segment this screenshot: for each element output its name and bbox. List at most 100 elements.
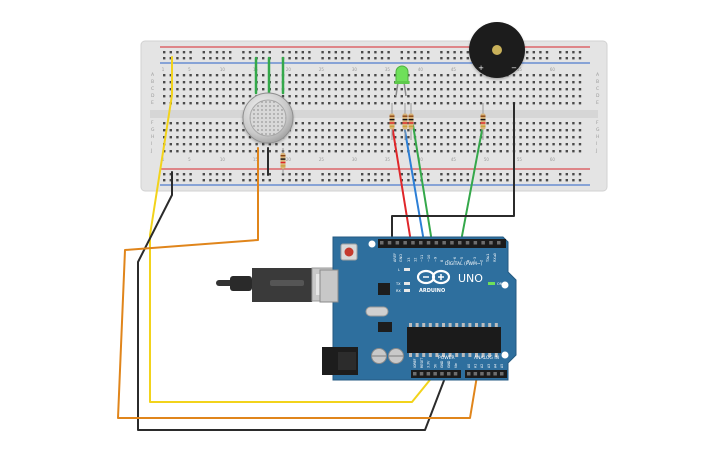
breadboard-hole[interactable]	[532, 95, 535, 98]
header-pin[interactable]	[411, 241, 415, 245]
breadboard-hole[interactable]	[182, 150, 186, 153]
breadboard-hole[interactable]	[407, 51, 410, 54]
breadboard-hole[interactable]	[347, 129, 351, 132]
breadboard-hole[interactable]	[215, 81, 219, 84]
breadboard-hole[interactable]	[242, 129, 245, 132]
breadboard-hole[interactable]	[176, 129, 179, 132]
breadboard-hole[interactable]	[288, 57, 291, 60]
breadboard-hole[interactable]	[407, 88, 410, 91]
breadboard-hole[interactable]	[427, 136, 430, 139]
breadboard-hole[interactable]	[163, 173, 166, 176]
breadboard-hole[interactable]	[552, 81, 555, 84]
breadboard-hole[interactable]	[446, 57, 450, 60]
breadboard-hole[interactable]	[499, 143, 502, 146]
resistor-icon[interactable]	[280, 148, 286, 174]
breadboard-hole[interactable]	[202, 57, 205, 60]
breadboard-hole[interactable]	[295, 179, 298, 182]
breadboard-hole[interactable]	[493, 102, 496, 105]
breadboard-hole[interactable]	[209, 136, 212, 139]
breadboard-hole[interactable]	[387, 95, 390, 98]
breadboard-hole[interactable]	[301, 122, 304, 125]
breadboard-hole[interactable]	[572, 150, 575, 153]
breadboard-hole[interactable]	[486, 81, 489, 84]
breadboard-hole[interactable]	[229, 95, 232, 98]
breadboard-hole[interactable]	[506, 102, 509, 105]
breadboard-hole[interactable]	[380, 57, 384, 60]
breadboard-hole[interactable]	[387, 122, 390, 125]
breadboard-hole[interactable]	[163, 88, 166, 91]
breadboard-hole[interactable]	[314, 129, 318, 132]
breadboard-hole[interactable]	[400, 129, 403, 132]
breadboard-hole[interactable]	[512, 88, 516, 91]
breadboard-hole[interactable]	[446, 51, 450, 54]
wire-green-led[interactable]	[412, 124, 432, 237]
breadboard-hole[interactable]	[328, 95, 331, 98]
breadboard-hole[interactable]	[314, 88, 318, 91]
breadboard-hole[interactable]	[420, 57, 423, 60]
breadboard-hole[interactable]	[255, 51, 258, 54]
breadboard-hole[interactable]	[341, 57, 344, 60]
breadboard-hole[interactable]	[374, 88, 377, 91]
breadboard-hole[interactable]	[453, 143, 456, 146]
breadboard-hole[interactable]	[440, 81, 443, 84]
breadboard-hole[interactable]	[367, 74, 370, 77]
breadboard-hole[interactable]	[268, 179, 271, 182]
breadboard-hole[interactable]	[433, 136, 436, 139]
breadboard-hole[interactable]	[229, 136, 232, 139]
breadboard-hole[interactable]	[400, 57, 403, 60]
breadboard-hole[interactable]	[380, 88, 384, 91]
breadboard-hole[interactable]	[182, 129, 186, 132]
analog-pin[interactable]	[473, 372, 478, 376]
breadboard-hole[interactable]	[215, 143, 219, 146]
breadboard-hole[interactable]	[578, 57, 582, 60]
breadboard-hole[interactable]	[215, 179, 219, 182]
breadboard-hole[interactable]	[565, 129, 568, 132]
breadboard-hole[interactable]	[545, 102, 549, 105]
breadboard-hole[interactable]	[169, 179, 172, 182]
breadboard-hole[interactable]	[301, 88, 304, 91]
breadboard-hole[interactable]	[486, 150, 489, 153]
breadboard-hole[interactable]	[539, 74, 542, 77]
breadboard-hole[interactable]	[367, 150, 370, 153]
breadboard-hole[interactable]	[466, 102, 469, 105]
breadboard-hole[interactable]	[460, 179, 463, 182]
breadboard-hole[interactable]	[420, 136, 423, 139]
breadboard-hole[interactable]	[275, 74, 278, 77]
breadboard-hole[interactable]	[578, 81, 582, 84]
breadboard-hole[interactable]	[552, 129, 555, 132]
breadboard-hole[interactable]	[222, 88, 225, 91]
breadboard-hole[interactable]	[552, 74, 555, 77]
breadboard-hole[interactable]	[427, 74, 430, 77]
breadboard-hole[interactable]	[565, 102, 568, 105]
wire-blue-led[interactable]	[403, 124, 424, 237]
breadboard-hole[interactable]	[367, 136, 370, 139]
breadboard-hole[interactable]	[486, 122, 489, 125]
breadboard-hole[interactable]	[202, 122, 205, 125]
breadboard-hole[interactable]	[347, 179, 351, 182]
breadboard-hole[interactable]	[387, 150, 390, 153]
breadboard-hole[interactable]	[440, 136, 443, 139]
breadboard-hole[interactable]	[572, 95, 575, 98]
breadboard-hole[interactable]	[334, 57, 337, 60]
breadboard-hole[interactable]	[453, 88, 456, 91]
breadboard-hole[interactable]	[314, 102, 318, 105]
breadboard-hole[interactable]	[242, 95, 245, 98]
breadboard-hole[interactable]	[380, 129, 384, 132]
breadboard-hole[interactable]	[473, 88, 476, 91]
breadboard-hole[interactable]	[413, 102, 417, 105]
breadboard-hole[interactable]	[552, 143, 555, 146]
breadboard-hole[interactable]	[341, 136, 344, 139]
breadboard-hole[interactable]	[354, 150, 357, 153]
breadboard-hole[interactable]	[446, 129, 450, 132]
breadboard-hole[interactable]	[182, 51, 186, 54]
breadboard-hole[interactable]	[532, 143, 535, 146]
breadboard-hole[interactable]	[308, 179, 311, 182]
breadboard-hole[interactable]	[209, 102, 212, 105]
breadboard-hole[interactable]	[486, 143, 489, 146]
breadboard-hole[interactable]	[229, 74, 232, 77]
breadboard-hole[interactable]	[248, 74, 252, 77]
breadboard-hole[interactable]	[235, 102, 238, 105]
breadboard-hole[interactable]	[433, 102, 436, 105]
breadboard-hole[interactable]	[407, 95, 410, 98]
breadboard-hole[interactable]	[380, 143, 384, 146]
